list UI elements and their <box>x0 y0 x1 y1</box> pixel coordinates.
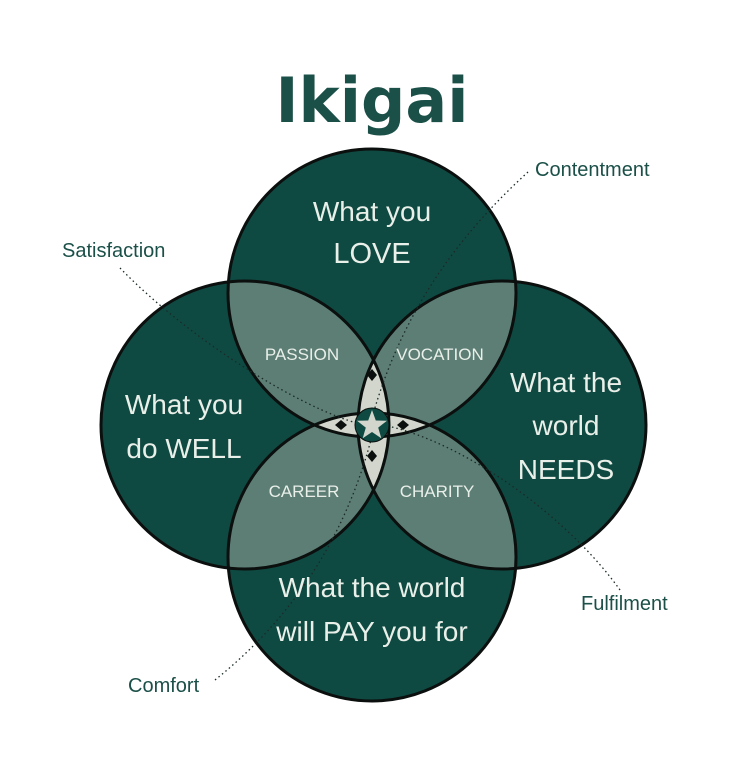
callout-leaders <box>119 171 621 681</box>
leader-satisfaction <box>119 267 361 425</box>
pay-label-line2: will PAY you for <box>275 616 467 647</box>
circle-labels: What you LOVE What you do WELL What the … <box>125 196 622 647</box>
pay-label-line1: What the world <box>279 572 466 603</box>
needs-label-line1: What the <box>510 367 622 398</box>
passion-label: PASSION <box>265 345 339 364</box>
comfort-label: Comfort <box>128 675 200 697</box>
star-icon <box>354 407 390 443</box>
leader-contentment <box>371 171 529 419</box>
well-label-line1: What you <box>125 389 243 420</box>
diamond-markers <box>335 369 409 462</box>
diamond-top <box>367 369 377 381</box>
overlap-labels: PASSION VOCATION CAREER CHARITY <box>265 345 484 501</box>
satisfaction-label: Satisfaction <box>62 240 165 262</box>
love-label-line1: What you <box>313 196 431 227</box>
needs-label-line2: world <box>532 410 600 441</box>
fulfilment-label: Fulfilment <box>581 593 668 615</box>
love-label-line2: LOVE <box>333 238 410 270</box>
well-label-line2: do WELL <box>126 433 241 464</box>
page-title: Ikigai <box>275 64 468 137</box>
needs-label-line3: NEEDS <box>518 454 614 485</box>
diamond-left <box>335 420 347 430</box>
vocation-label: VOCATION <box>396 345 484 364</box>
career-label: CAREER <box>269 482 340 501</box>
callout-labels: Contentment Satisfaction Fulfilment Comf… <box>62 159 668 697</box>
leader-comfort <box>214 435 373 681</box>
diamond-right <box>397 420 409 430</box>
diamond-bottom <box>367 450 377 462</box>
contentment-label: Contentment <box>535 159 650 181</box>
charity-label: CHARITY <box>400 482 475 501</box>
